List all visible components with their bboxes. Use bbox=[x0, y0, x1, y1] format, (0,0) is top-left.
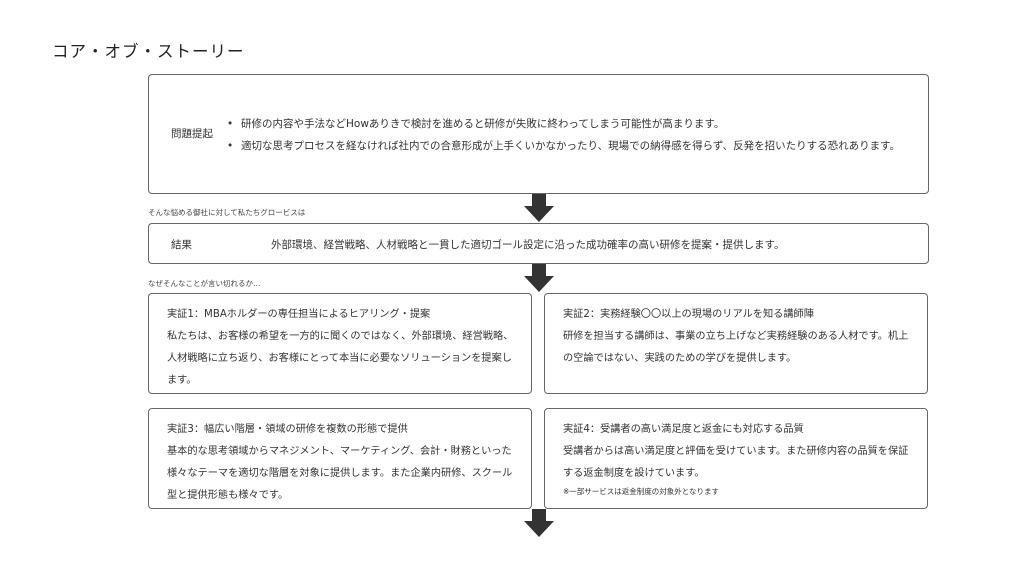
problem-item-text: 研修の内容や手法などHowありきで検討を進めると研修が失敗に終わってしまう可能性… bbox=[241, 118, 725, 130]
proof-title: 実証1：MBAホルダーの専任担当によるヒアリング・提案 bbox=[167, 309, 431, 320]
problem-item-text: 適切な思考プロセスを経なければ社内での合意形成が上手くいかなかったり、現場での納… bbox=[241, 140, 901, 152]
down-arrow-icon bbox=[524, 264, 554, 294]
down-arrow-icon bbox=[524, 509, 554, 539]
proof-body: 受講者からは高い満足度と評価を受けています。また研修内容の品質を保証する返金制度… bbox=[563, 446, 909, 479]
proof-box-2: 実証2：実務経験〇〇以上の現場のリアルを知る講師陣 研修を担当する講師は、事業の… bbox=[544, 293, 928, 394]
result-text: 外部環境、経営戦略、人材戦略と一貫した適切ゴール設定に沿った成功確率の高い研修を… bbox=[271, 239, 785, 251]
result-label: 結果 bbox=[171, 239, 192, 251]
transition-note: そんな悩める御社に対して私たちグロービスは bbox=[148, 208, 306, 217]
problem-label: 問題提起 bbox=[171, 128, 213, 140]
page-title: コア・オブ・ストーリー bbox=[52, 42, 245, 61]
proof-body: 私たちは、お客様の希望を一方的に聞くのではなく、外部環境、経営戦略、人材戦略に立… bbox=[167, 331, 514, 386]
proof-box-4: 実証4：受講者の高い満足度と返金にも対応する品質 受講者からは高い満足度と評価を… bbox=[544, 408, 928, 509]
problem-box: 問題提起 • 研修の内容や手法などHowありきで検討を進めると研修が失敗に終わって… bbox=[148, 74, 929, 194]
proof-box-1: 実証1：MBAホルダーの専任担当によるヒアリング・提案 私たちは、お客様の希望を… bbox=[148, 293, 532, 394]
proof-body: 基本的な思考領域からマネジメント、マーケティング、会計・財務といった様々なテーマ… bbox=[167, 446, 513, 501]
proof-title: 実証4：受講者の高い満足度と返金にも対応する品質 bbox=[563, 424, 804, 435]
proof-title: 実証3：幅広い階層・領域の研修を複数の形態で提供 bbox=[167, 424, 408, 435]
down-arrow-icon bbox=[524, 194, 554, 224]
problem-item: • 適切な思考プロセスを経なければ社内での合意形成が上手くいかなかったり、現場での… bbox=[227, 135, 900, 157]
bullet-icon: • bbox=[227, 140, 234, 152]
problem-list: • 研修の内容や手法などHowありきで検討を進めると研修が失敗に終わってしまう可能… bbox=[227, 113, 900, 157]
bullet-icon: • bbox=[227, 118, 234, 130]
proof-note: ※一部サービスは返金制度の対象外となります bbox=[563, 487, 720, 496]
transition-note: なぜそんなことが言い切れるか… bbox=[148, 279, 261, 288]
problem-item: • 研修の内容や手法などHowありきで検討を進めると研修が失敗に終わってしまう可能… bbox=[227, 113, 900, 135]
proof-title: 実証2：実務経験〇〇以上の現場のリアルを知る講師陣 bbox=[563, 309, 814, 320]
result-box: 結果 外部環境、経営戦略、人材戦略と一貫した適切ゴール設定に沿った成功確率の高い… bbox=[148, 223, 929, 264]
proof-box-3: 実証3：幅広い階層・領域の研修を複数の形態で提供 基本的な思考領域からマネジメン… bbox=[148, 408, 532, 509]
proof-body: 研修を担当する講師は、事業の立ち上げなど実務経験のある人材です。机上の空論ではな… bbox=[563, 331, 909, 364]
